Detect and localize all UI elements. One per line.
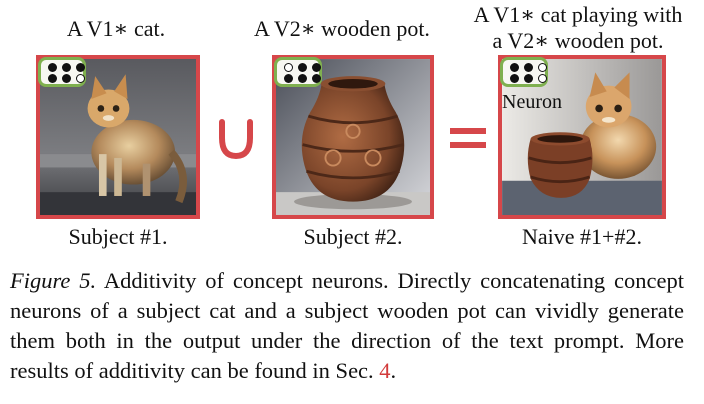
caption-end: . (390, 358, 397, 383)
caption-text: Additivity of concept neurons. Directly … (10, 268, 684, 383)
combined-image-panel (498, 55, 666, 219)
subject-1-label: Subject #1. (68, 224, 168, 249)
neuron-dot (524, 63, 533, 72)
prompt-subject-2-line: A V2∗ wooden pot. (254, 16, 430, 41)
prompt-subject-1: A V1∗ cat. (36, 16, 196, 42)
neuron-dot (538, 63, 547, 72)
equals-icon (450, 128, 486, 148)
cat-photo (40, 59, 196, 215)
subject-2-image-panel (272, 55, 434, 219)
subject-1-image-panel (36, 55, 200, 219)
subject-2-label: Subject #2. (303, 224, 403, 249)
neuron-dot (298, 63, 307, 72)
union-icon (219, 119, 253, 160)
neuron-dot (284, 74, 293, 83)
neuron-dot (284, 63, 293, 72)
neuron-dot (312, 74, 321, 83)
cat-with-pot-photo (502, 59, 662, 215)
neuron-dot (62, 63, 71, 72)
prompt-combined: A V1∗ cat playing with a V2∗ wooden pot. (458, 2, 698, 54)
neuron-dot (48, 74, 57, 83)
prompt-combined-line-2: a V2∗ wooden pot. (492, 28, 664, 53)
combined-label: Naive #1+#2. (522, 224, 642, 249)
neuron-dot (538, 74, 547, 83)
neuron-badge-subject-1 (38, 57, 86, 87)
neuron-dot (76, 63, 85, 72)
neuron-label: Neuron (502, 91, 562, 113)
wooden-pot-photo (276, 59, 430, 215)
neuron-dot (312, 63, 321, 72)
neuron-dot (48, 63, 57, 72)
neuron-dot (510, 63, 519, 72)
section-ref-link[interactable]: 4 (379, 358, 391, 383)
neuron-badge-combined (500, 57, 548, 87)
prompt-combined-line-1: A V1∗ cat playing with (473, 2, 683, 27)
neuron-dot (76, 74, 85, 83)
figure-label: Figure 5. (10, 268, 97, 293)
neuron-dot (524, 74, 533, 83)
neuron-dot (510, 74, 519, 83)
neuron-dot (62, 74, 71, 83)
prompt-subject-1-line: A V1∗ cat. (66, 16, 166, 41)
prompt-subject-2: A V2∗ wooden pot. (232, 16, 452, 42)
neuron-badge-subject-2 (274, 57, 322, 87)
neuron-dot (298, 74, 307, 83)
figure-caption: Figure 5. Additivity of concept neurons.… (10, 266, 684, 386)
